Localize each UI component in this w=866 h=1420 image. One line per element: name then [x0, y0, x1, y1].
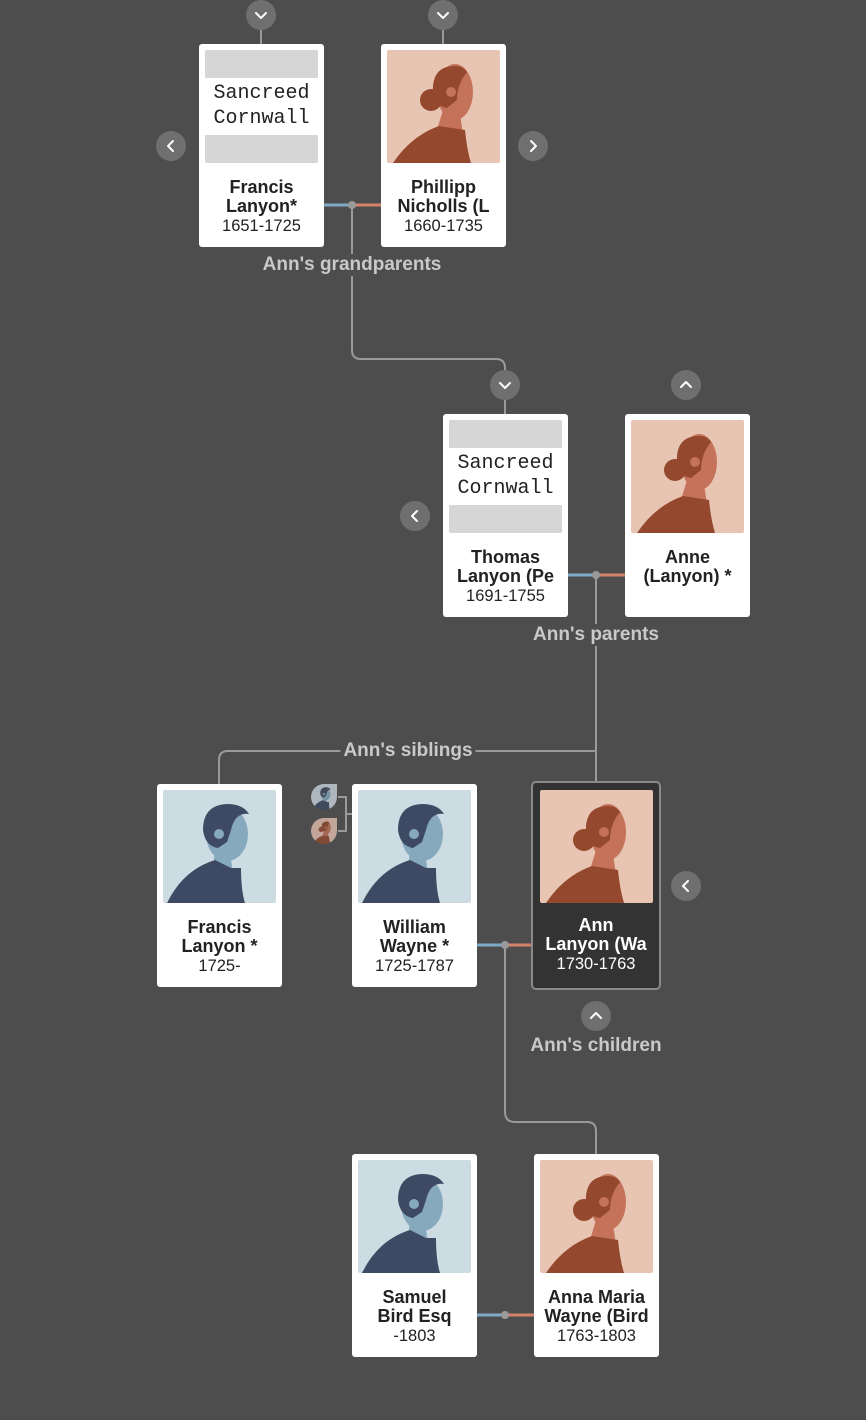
person-dates: 1691-1755 — [466, 587, 545, 605]
person-name: Ann — [578, 916, 614, 935]
group-label-children: Ann's children — [527, 1035, 665, 1057]
person-dates: 1763-1803 — [557, 1327, 636, 1345]
chevron-up-icon — [680, 381, 692, 388]
person-name: Wayne (Bird — [544, 1307, 649, 1326]
previous-family-parents-button[interactable] — [400, 501, 430, 531]
couple-dot — [592, 571, 600, 579]
chevron-right-icon — [530, 140, 537, 152]
spouse-thumbnail-female-icon[interactable] — [311, 818, 337, 844]
male-avatar-icon — [163, 790, 276, 903]
person-name: Samuel — [382, 1288, 447, 1307]
group-label-parents: Ann's parents — [530, 624, 662, 646]
place-line: Cornwall — [213, 107, 310, 130]
person-dates: 1725-1787 — [375, 957, 454, 975]
line — [218, 750, 596, 784]
person-dates: 1651-1725 — [222, 217, 301, 235]
person-dates: 1730-1763 — [556, 955, 636, 973]
male-avatar-icon — [358, 790, 471, 903]
line — [260, 30, 506, 414]
place-line: Sancreed — [213, 82, 310, 105]
spouse-thumbnail-male-icon[interactable] — [311, 784, 337, 810]
person-name: Lanyon (Pe — [456, 567, 554, 586]
person-name: Phillipp — [411, 178, 476, 197]
female-avatar-icon — [387, 50, 500, 163]
person-name: Nicholls (L — [397, 197, 490, 216]
person-name: William — [383, 918, 446, 937]
chevron-down-icon — [437, 12, 449, 19]
expand-parents-thomas-button[interactable] — [490, 370, 520, 400]
person-name: Francis — [229, 178, 294, 197]
female-avatar-icon — [540, 790, 653, 903]
chevron-down-icon — [255, 12, 267, 19]
couple-dot — [501, 1311, 509, 1319]
person-name: Anna Maria — [547, 1288, 646, 1307]
chevron-left-icon — [411, 510, 418, 522]
person-name: Francis — [187, 918, 252, 937]
female-avatar-icon — [540, 1160, 653, 1273]
place-line: Cornwall — [457, 477, 554, 500]
collapse-parents-anne-button[interactable] — [671, 370, 701, 400]
line — [338, 796, 352, 832]
chevron-down-icon — [499, 382, 511, 389]
expand-parents-phillipp-button[interactable] — [428, 0, 458, 30]
chevron-left-icon — [167, 140, 174, 152]
chevron-left-icon — [682, 880, 689, 892]
line — [351, 205, 506, 370]
female-avatar-icon — [631, 420, 744, 533]
person-name: Wayne * — [379, 937, 450, 956]
line — [504, 945, 597, 1154]
person-name: Lanyon (Wa — [545, 935, 647, 954]
expand-parents-francis-button[interactable] — [246, 0, 276, 30]
collapse-children-ann-button[interactable] — [581, 1001, 611, 1031]
person-name: (Lanyon) * — [643, 567, 732, 586]
male-avatar-icon — [358, 1160, 471, 1273]
person-card-anne-lanyon[interactable]: Anne(Lanyon) * — [625, 414, 750, 617]
next-family-grandparents-button[interactable] — [518, 131, 548, 161]
chevron-up-icon — [590, 1012, 602, 1019]
person-dates: 1725- — [198, 957, 241, 975]
person-dates: -1803 — [393, 1327, 436, 1345]
person-dates: 1660-1735 — [404, 217, 483, 235]
group-label-siblings: Ann's siblings — [340, 740, 476, 762]
person-name: Lanyon* — [225, 197, 297, 216]
person-name: Lanyon * — [181, 937, 258, 956]
person-name: Thomas — [470, 548, 540, 567]
group-label-grandparents: Ann's grandparents — [259, 254, 445, 276]
previous-family-grandparents-button[interactable] — [156, 131, 186, 161]
person-name: Bird Esq — [377, 1307, 452, 1326]
previous-spouse-ann-button[interactable] — [671, 871, 701, 901]
place-line: Sancreed — [457, 452, 554, 475]
person-name: Anne — [665, 548, 710, 567]
couple-dot — [501, 941, 509, 949]
couple-dot — [348, 201, 356, 209]
